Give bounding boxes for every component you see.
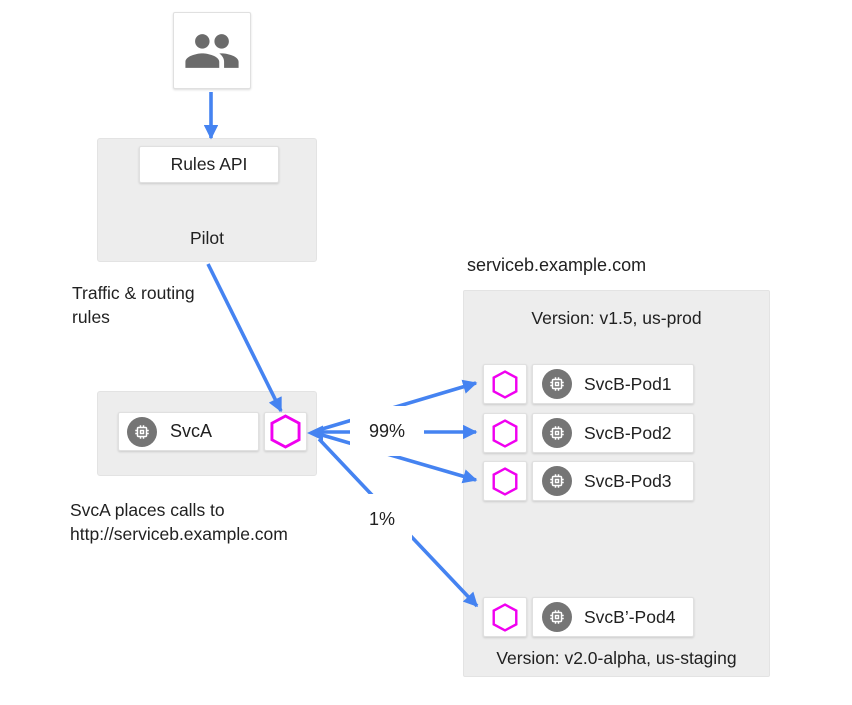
pod4-chip-icon	[542, 602, 572, 632]
pod1-envoy-proxy-icon	[492, 369, 518, 399]
pod1-proxy-box	[483, 364, 527, 404]
pod2-chip-icon	[542, 418, 572, 448]
pod-row-3: SvcB-Pod3	[464, 461, 769, 501]
staging-weight-label: 1%	[352, 494, 412, 544]
svca-chip-icon	[127, 416, 157, 447]
pod-row-4: SvcB’-Pod4	[464, 597, 769, 637]
svca-box: SvcA	[97, 391, 317, 476]
pod4-label: SvcB’-Pod4	[584, 606, 676, 627]
pod4-box: SvcB’-Pod4	[532, 597, 694, 637]
svca-calls-label: SvcA places calls to http://serviceb.exa…	[70, 499, 288, 546]
pod3-label: SvcB-Pod3	[584, 470, 672, 491]
pod4-proxy-box	[483, 597, 527, 637]
svca-envoy-proxy-icon	[270, 414, 301, 449]
pod2-box: SvcB-Pod2	[532, 413, 694, 453]
pilot-box: Rules API Pilot	[97, 138, 317, 262]
pod2-proxy-box	[483, 413, 527, 453]
svca-proxy-box	[264, 412, 307, 451]
arrow-pilot-to-proxy	[206, 263, 283, 413]
prod-version-label: Version: v1.5, us-prod	[531, 308, 702, 328]
pod3-proxy-box	[483, 461, 527, 501]
svca-calls-line2: http://serviceb.example.com	[70, 523, 288, 544]
pod1-label: SvcB-Pod1	[584, 373, 672, 394]
pod1-box: SvcB-Pod1	[532, 364, 694, 404]
pod2-envoy-proxy-icon	[492, 418, 518, 448]
serviceb-box: Version: v1.5, us-prod SvcB-Pod1	[463, 290, 770, 677]
pod-row-1: SvcB-Pod1	[464, 364, 769, 404]
users-box	[173, 12, 251, 89]
pod3-chip-icon	[542, 466, 572, 496]
pod3-envoy-proxy-icon	[492, 466, 518, 496]
serviceb-domain-label: serviceb.example.com	[467, 255, 647, 275]
pod-row-2: SvcB-Pod2	[464, 413, 769, 453]
rules-api-label: Rules API	[170, 154, 248, 174]
pod4-envoy-proxy-icon	[492, 602, 518, 632]
rules-api-box: Rules API	[139, 146, 279, 183]
traffic-rules-line1: Traffic & routing	[72, 283, 195, 303]
traffic-rules-label: Traffic & routing rules	[72, 282, 195, 329]
pod1-chip-icon	[542, 369, 572, 399]
staging-version-label: Version: v2.0-alpha, us-staging	[496, 648, 737, 668]
pod2-label: SvcB-Pod2	[584, 422, 672, 443]
pod3-box: SvcB-Pod3	[532, 461, 694, 501]
svca-calls-line1: SvcA places calls to	[70, 500, 225, 520]
prod-weight-label: 99%	[350, 406, 424, 456]
pilot-label: Pilot	[189, 228, 225, 248]
traffic-rules-line2: rules	[72, 306, 110, 327]
svca-label: SvcA	[170, 421, 213, 441]
svca-service-box: SvcA	[118, 412, 259, 451]
users-icon	[185, 33, 239, 68]
